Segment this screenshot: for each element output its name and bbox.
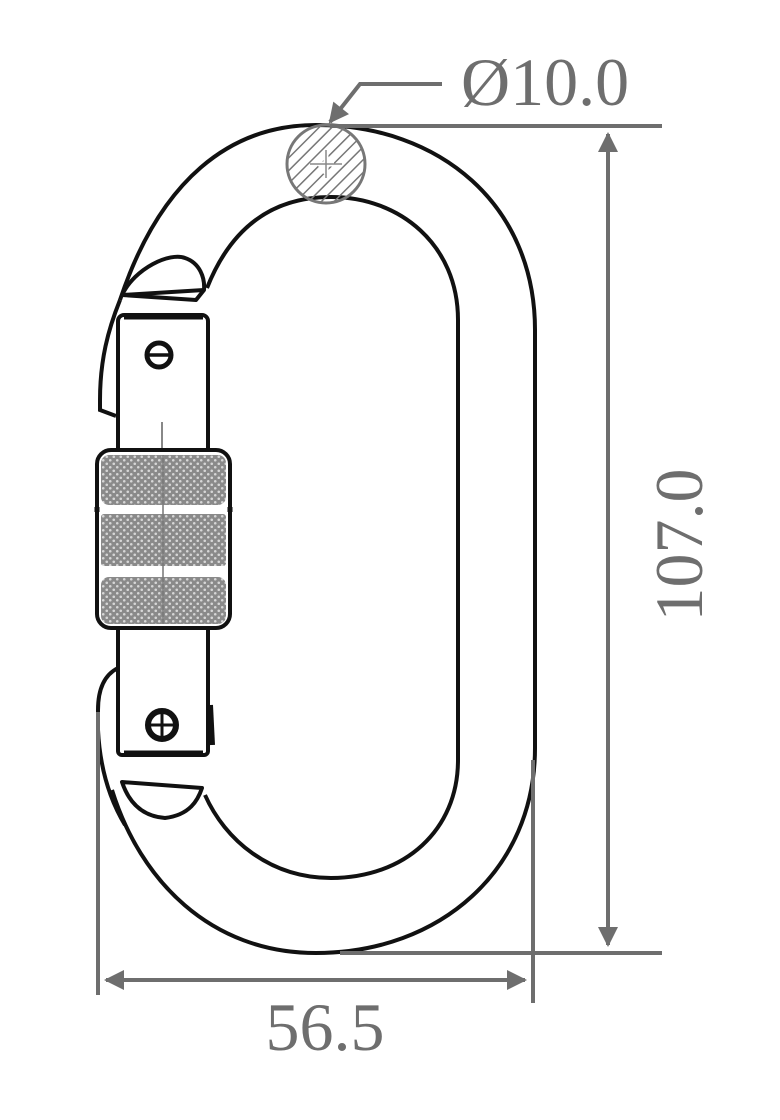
width-label: 56.5 bbox=[266, 989, 385, 1065]
diameter-label: Ø10.0 bbox=[461, 44, 629, 120]
diameter-leader bbox=[328, 82, 442, 124]
nose-hood bbox=[120, 254, 207, 302]
hatched-cross-section bbox=[285, 123, 367, 205]
oval-frame bbox=[96, 122, 537, 956]
frame-inner-outline bbox=[203, 194, 460, 881]
bottom-rivet-icon bbox=[145, 708, 179, 742]
knurled-locking-sleeve bbox=[94, 448, 233, 630]
frame-nose-left-edge bbox=[98, 299, 122, 418]
hinge-hood bbox=[120, 780, 204, 820]
dimension-lines bbox=[96, 82, 662, 1003]
top-rivet-icon bbox=[144, 340, 174, 370]
frame-outer-outline bbox=[110, 122, 537, 956]
length-label: 107.0 bbox=[641, 469, 717, 622]
